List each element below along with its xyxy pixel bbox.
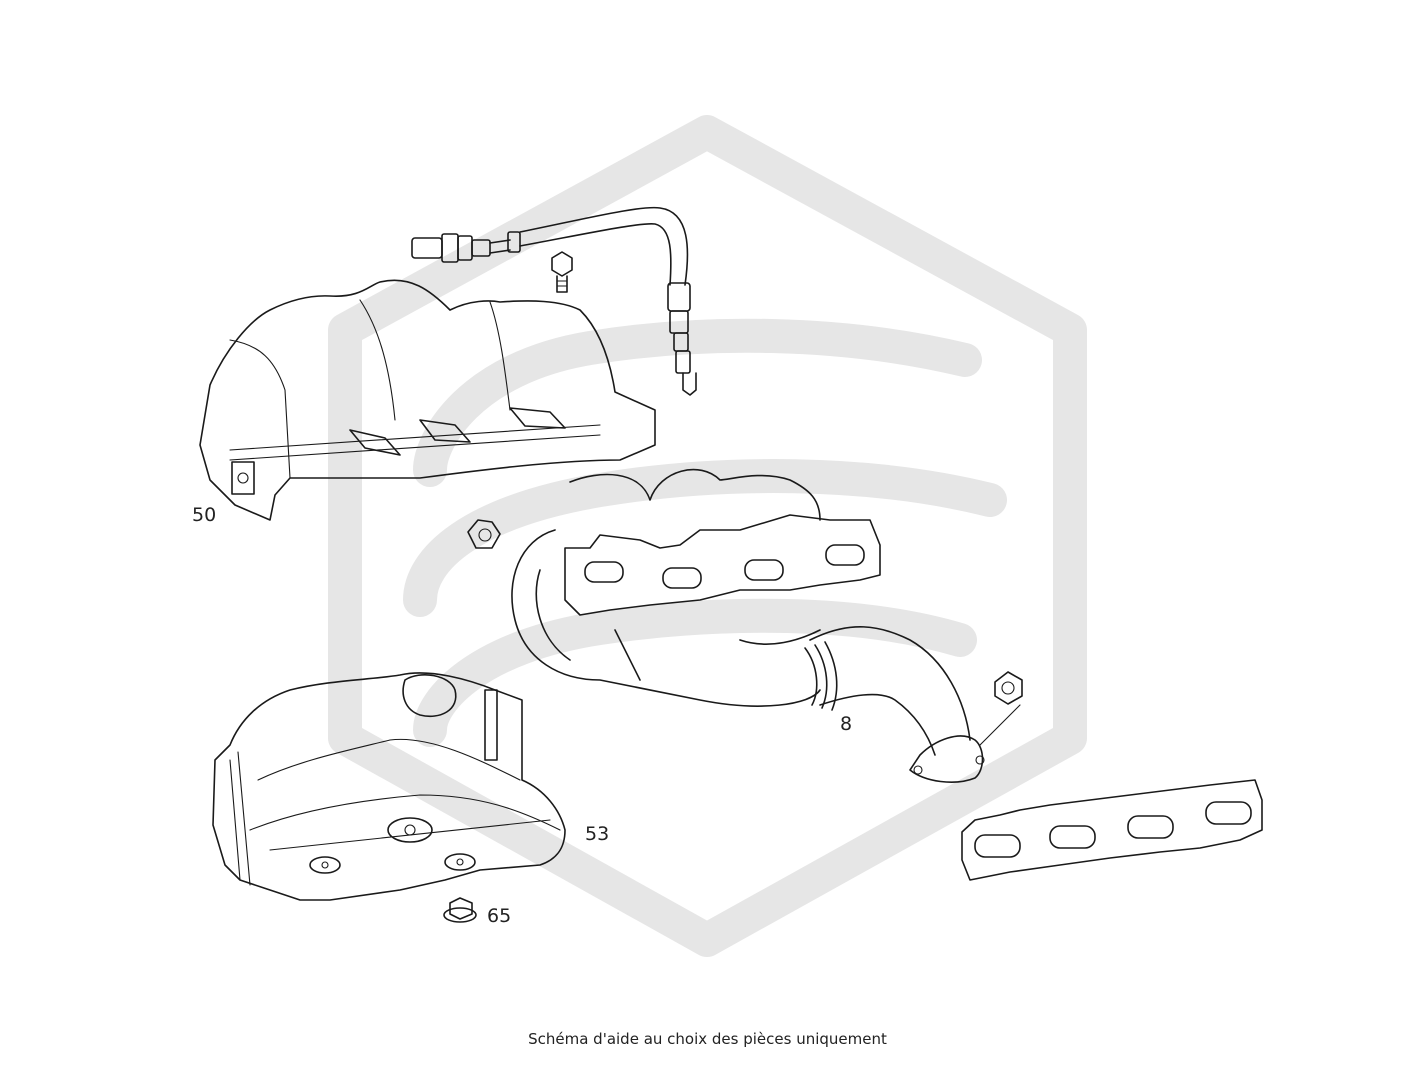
caption: Schéma d'aide au choix des pièces unique…	[528, 1030, 887, 1048]
exhaust-manifold[interactable]	[511, 468, 1021, 783]
bolt-icon[interactable]	[551, 251, 573, 293]
callout-53: 53	[585, 823, 610, 845]
watermark-logo	[328, 115, 1087, 957]
hex-nut-icon[interactable]	[994, 671, 1023, 705]
oxygen-sensor[interactable]	[411, 206, 697, 396]
lower-heat-shield[interactable]	[212, 672, 566, 901]
nut-icon[interactable]	[467, 519, 501, 549]
callout-65: 65	[487, 905, 512, 927]
callout-50: 50	[192, 504, 217, 526]
manifold-gasket[interactable]	[961, 779, 1263, 881]
callout-8: 8	[840, 713, 853, 735]
flange-nut-icon[interactable]	[443, 897, 477, 923]
upper-heat-shield[interactable]	[199, 279, 656, 521]
